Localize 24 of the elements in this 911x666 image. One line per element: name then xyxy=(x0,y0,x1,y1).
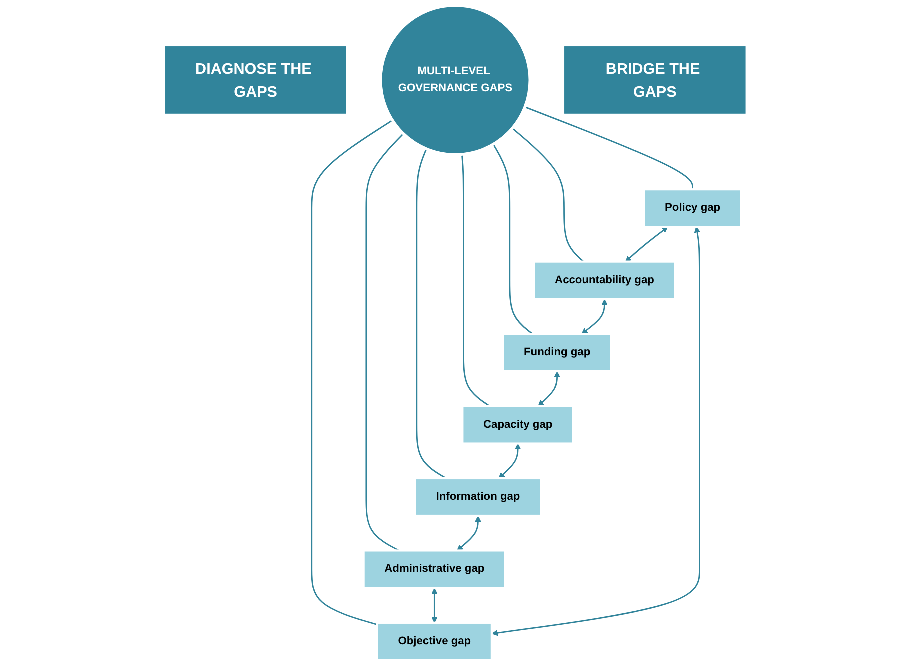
arrow xyxy=(457,516,482,551)
arrow xyxy=(625,226,668,262)
connector xyxy=(512,128,584,262)
node-circle: MULTI-LEVEL GOVERNANCE GAPS xyxy=(379,4,532,156)
connector xyxy=(416,148,447,480)
connector xyxy=(366,133,404,552)
node-box: Accountability gap xyxy=(533,260,676,300)
node-box: Funding gap xyxy=(502,333,613,373)
node-box: Policy gap xyxy=(643,188,742,228)
connector xyxy=(311,120,394,626)
arrow xyxy=(582,299,608,334)
node-box: Objective gap xyxy=(376,622,493,662)
arrow xyxy=(498,444,522,479)
node-box: Capacity gap xyxy=(462,405,575,445)
node-box: BRIDGE THE GAPS xyxy=(564,46,746,114)
arrow xyxy=(432,588,438,624)
node-box: Information gap xyxy=(414,477,542,518)
connector xyxy=(461,154,490,407)
node-box: Administrative gap xyxy=(362,550,507,590)
connector xyxy=(524,106,694,190)
arrow xyxy=(538,372,560,407)
node-box: DIAGNOSE THE GAPS xyxy=(165,46,346,114)
arrow xyxy=(492,226,700,636)
connector xyxy=(492,144,534,335)
